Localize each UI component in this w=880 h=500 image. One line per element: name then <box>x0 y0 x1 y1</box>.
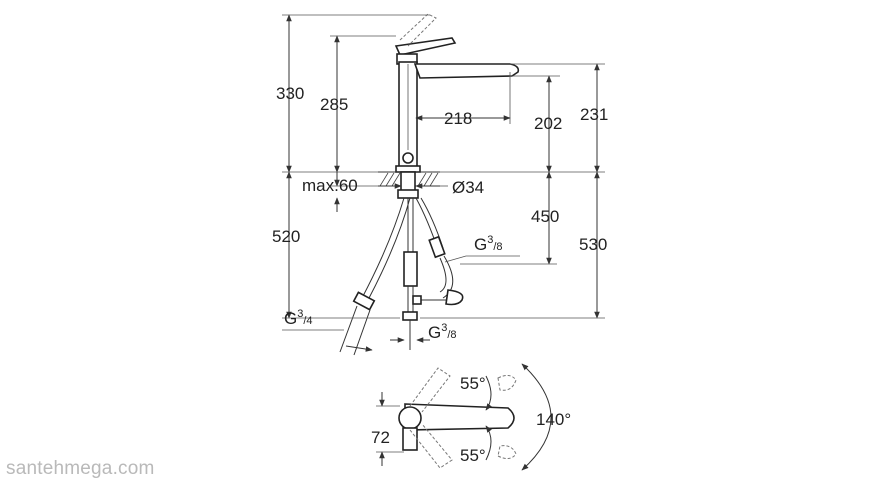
g38-connector-bottom <box>402 311 418 321</box>
mounting-shank <box>400 171 416 193</box>
faucet-top-view <box>376 363 552 471</box>
right-dimension-lines <box>415 63 605 319</box>
label-72: 72 <box>371 428 390 447</box>
label-450: 450 <box>531 207 559 226</box>
pullout-hose <box>361 197 405 299</box>
spout <box>413 63 520 79</box>
label-g38-bottom: G3/8 <box>428 322 457 342</box>
label-520: 520 <box>272 227 300 246</box>
label-dia34: Ø34 <box>452 178 484 197</box>
label-angle-55-top: 55° <box>460 374 486 393</box>
label-218: 218 <box>444 109 472 128</box>
label-285: 285 <box>320 95 348 114</box>
middle-hose-fitting <box>403 251 418 287</box>
spout-swivel-right <box>409 423 453 469</box>
svg-text:G3/8: G3/8 <box>428 322 457 342</box>
svg-text:G3/8: G3/8 <box>474 234 503 254</box>
label-202: 202 <box>534 114 562 133</box>
base-plate <box>395 165 421 173</box>
lever-handle <box>394 37 457 56</box>
label-330: 330 <box>276 84 304 103</box>
column-top-view <box>398 406 422 430</box>
label-angle-55-bottom: 55° <box>460 446 486 465</box>
hose-outlet <box>402 152 414 164</box>
faucet-side-view <box>394 13 520 173</box>
label-231: 231 <box>580 105 608 124</box>
watermark: santehmega.com <box>6 458 155 479</box>
g38-connector-top <box>428 235 446 259</box>
svg-text:G3/4: G3/4 <box>284 308 313 328</box>
hose-connector-g34 <box>352 291 376 311</box>
label-530: 530 <box>579 235 607 254</box>
supply-hoses <box>339 197 464 356</box>
label-angle-140: 140° <box>536 410 571 429</box>
lever-top-view <box>402 427 418 451</box>
label-g34: G3/4 <box>284 308 313 328</box>
valve-tee <box>412 295 422 305</box>
left-dimension-lines <box>282 14 430 319</box>
label-max60: max.60 <box>302 176 358 195</box>
weight-clip <box>445 289 464 306</box>
label-g38-top: G3/8 <box>474 234 503 254</box>
lever-open-position <box>399 13 437 47</box>
g38-top-leader <box>444 255 520 263</box>
dimension-labels: 330 285 218 202 231 max.60 Ø34 520 450 5… <box>272 84 608 465</box>
worktop <box>378 171 440 199</box>
mounting-nut <box>397 189 419 199</box>
